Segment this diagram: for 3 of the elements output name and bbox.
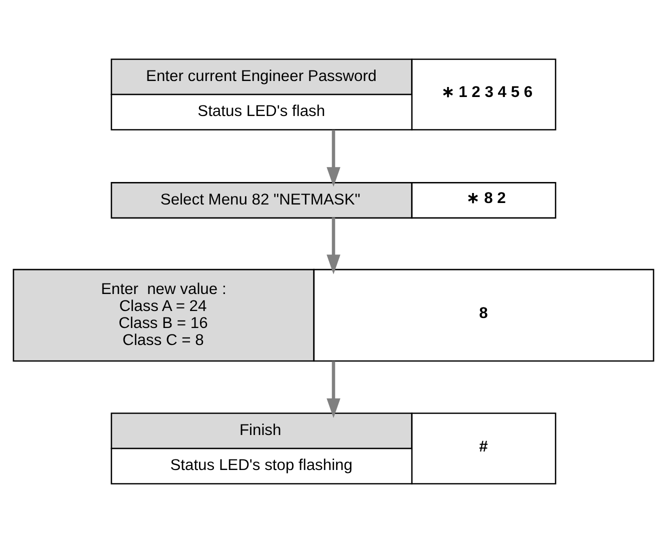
arrow [326, 360, 340, 418]
arrow [326, 217, 340, 274]
arrow [326, 129, 340, 186]
